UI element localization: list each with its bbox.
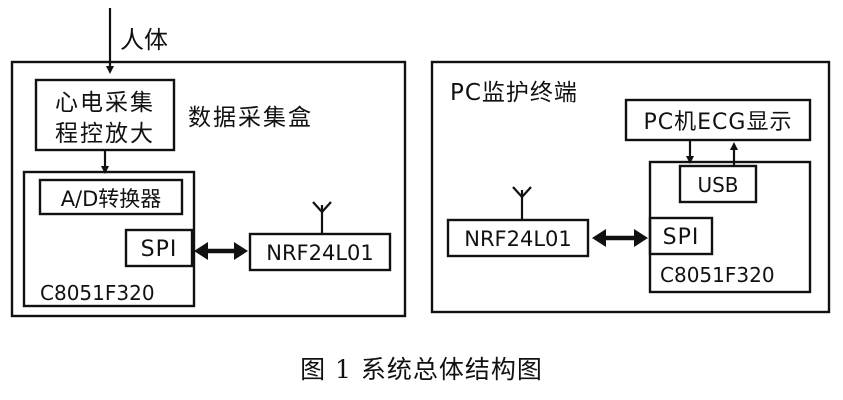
mcu-left-box [22,170,196,308]
spi-radio-link-right-arrow-a [592,229,606,247]
radio-left-box [248,232,392,272]
acquisition-outer-box [10,60,407,318]
radio-left-label: NRF24L01 [266,241,374,265]
spi-right-box [648,216,714,256]
ecg-amplifier-line2: 程控放大 [55,121,155,147]
pc-display-box [624,98,812,142]
mcu-right-label: C8051F320 [660,263,775,287]
acquisition-box-label: 数据采集盒 [188,105,313,131]
figure-caption: 图 1 系统总体结构图 [300,355,543,384]
antenna-right-icon [512,186,532,220]
pc-module: PC监护终端 PC机ECG显示 USB SPI C8051F320 NRF24L… [430,60,831,314]
mcu-left-label: C8051F320 [40,281,155,305]
adc-label: A/D转换器 [61,187,162,211]
pc-box-label: PC监护终端 [450,80,578,106]
spi-radio-link-right-arrow-b [634,229,648,247]
antenna-left-icon [312,201,332,234]
adc-box [38,178,184,216]
spi-left-label: SPI [141,237,178,262]
usb-label: USB [697,173,738,197]
pc-outer-box [430,60,831,314]
usb-box [678,164,758,204]
radio-right-label: NRF24L01 [464,227,572,251]
spi-radio-link-left-arrow-b [234,242,248,260]
pc-display-label: PC机ECG显示 [644,110,793,135]
spi-right-label: SPI [663,225,700,250]
radio-right-box [446,218,590,258]
system-block-diagram: 人体 心电采集 程控放大 数据采集盒 A/D转换器 SPI C8051F320 … [10,8,831,318]
ecg-amplifier-line1: 心电采集 [55,90,155,116]
acquisition-module: 人体 心电采集 程控放大 数据采集盒 A/D转换器 SPI C8051F320 … [10,8,407,318]
input-label: 人体 [120,26,168,54]
spi-radio-link-left-arrow-a [194,242,208,260]
spi-left-box [124,228,194,268]
